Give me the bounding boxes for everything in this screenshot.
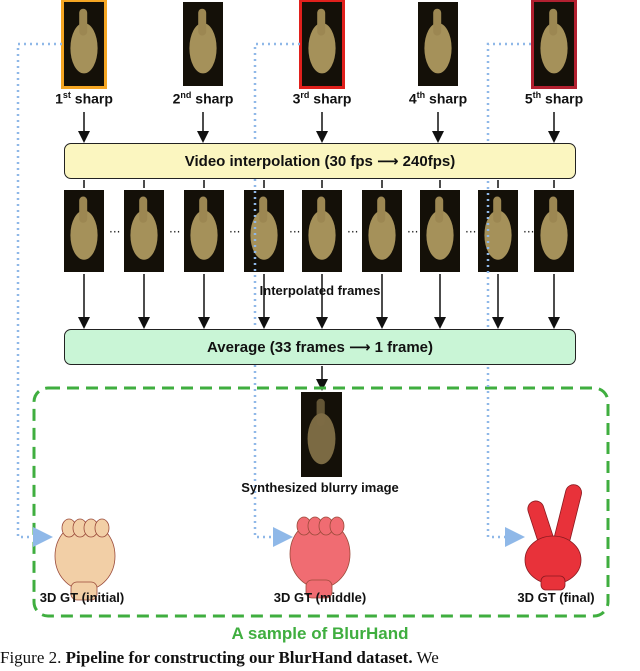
- blurry-image-finger: [316, 398, 325, 426]
- blurry-image-label: Synthesized blurry image: [241, 480, 399, 495]
- interpolated-frame-8-finger: [493, 196, 502, 223]
- gt-final-hand-wrist: [540, 575, 566, 591]
- sharp-frame-highlight-1: [61, 0, 107, 89]
- interpolated-frame-6-finger: [377, 196, 386, 223]
- interpolated-frame-4-finger: [259, 196, 268, 223]
- gt-initial-hand-wrist: [70, 581, 98, 601]
- interpolated-frame-3-finger: [199, 196, 208, 223]
- gt-initial-label: 3D GT (initial): [39, 590, 125, 605]
- link-sharp5-to-gt-final: [486, 42, 531, 547]
- sharp-frame-1-finger: [79, 8, 88, 36]
- interpolated-frame-3-hand: [190, 210, 218, 260]
- ellipsis-1: ···: [109, 225, 120, 239]
- link-sharp1-to-gt-initial: [16, 42, 62, 547]
- interpolated-frame-5-hand: [308, 210, 336, 260]
- average-box: Average (33 frames ⟶ 1 frame): [64, 329, 576, 365]
- sharp-label-3: 3rd sharp: [292, 90, 352, 107]
- ellipsis-7: ···: [465, 225, 476, 239]
- sharp-frame-highlight-5: [531, 0, 577, 89]
- sharp-frame-5-finger: [549, 8, 558, 36]
- ellipsis-8: ···: [523, 225, 534, 239]
- interpolated-frame-8-hand: [484, 210, 512, 260]
- interpolated-frame-5-finger: [317, 196, 326, 223]
- sharp-label-4: 4th sharp: [408, 90, 468, 107]
- ellipsis-4: ···: [289, 225, 300, 239]
- interpolated-frame-7-hand: [426, 210, 454, 260]
- interpolated-frame-2-hand: [130, 210, 158, 260]
- interpolated-frame-9-finger: [549, 196, 558, 223]
- ellipsis-2: ···: [169, 225, 180, 239]
- sharp-label-1: 1st sharp: [55, 90, 113, 107]
- sharp-frame-5-hand: [540, 23, 568, 74]
- sharp-frame-3-hand: [308, 23, 336, 74]
- interpolated-frame-1-finger: [79, 196, 88, 223]
- sharp-frame-2-hand: [189, 23, 217, 74]
- interpolated-frame-6-hand: [368, 210, 396, 260]
- interpolated-frame-4-hand: [250, 210, 278, 260]
- gt-final-label: 3D GT (final): [517, 590, 595, 605]
- sharp-frame-4-finger: [433, 8, 442, 36]
- blurry-image-hand: [307, 413, 336, 465]
- sharp-frame-2-finger: [198, 8, 207, 36]
- sample-of-blurhand-label: A sample of BlurHand: [231, 624, 409, 643]
- ellipsis-3: ···: [229, 225, 240, 239]
- sharp-frame-1-hand: [70, 23, 98, 74]
- interpolated-frame-9-hand: [540, 210, 568, 260]
- interpolated-frame-2-finger: [139, 196, 148, 223]
- sharp-label-2: 2nd sharp: [172, 90, 234, 107]
- ellipsis-6: ···: [407, 225, 418, 239]
- gt-middle-label: 3D GT (middle): [273, 590, 367, 605]
- video-interpolation-box: Video interpolation (30 fps ⟶ 240fps): [64, 143, 576, 179]
- interpolated-frame-1-hand: [70, 210, 98, 260]
- gt-middle-hand-wrist: [305, 579, 333, 599]
- gt-initial-hand-knuckle-4: [94, 518, 110, 538]
- figure-caption: Figure 2. Pipeline for constructing our …: [0, 648, 439, 667]
- sharp-frame-4-hand: [424, 23, 452, 74]
- video-interpolation-label: Video interpolation (30 fps ⟶ 240fps): [184, 153, 456, 170]
- sharp-label-5: 5th sharp: [524, 90, 584, 107]
- interpolated-frames-label: Interpolated frames: [259, 283, 381, 298]
- sharp-frame-highlight-3: [299, 0, 345, 89]
- sample-region-border: [32, 386, 610, 618]
- ellipsis-5: ···: [347, 225, 358, 239]
- sharp-frame-3-finger: [317, 8, 326, 36]
- average-label: Average (33 frames ⟶ 1 frame): [206, 339, 434, 356]
- gt-middle-hand-knuckle-4: [329, 516, 345, 536]
- interpolated-frame-7-finger: [435, 196, 444, 223]
